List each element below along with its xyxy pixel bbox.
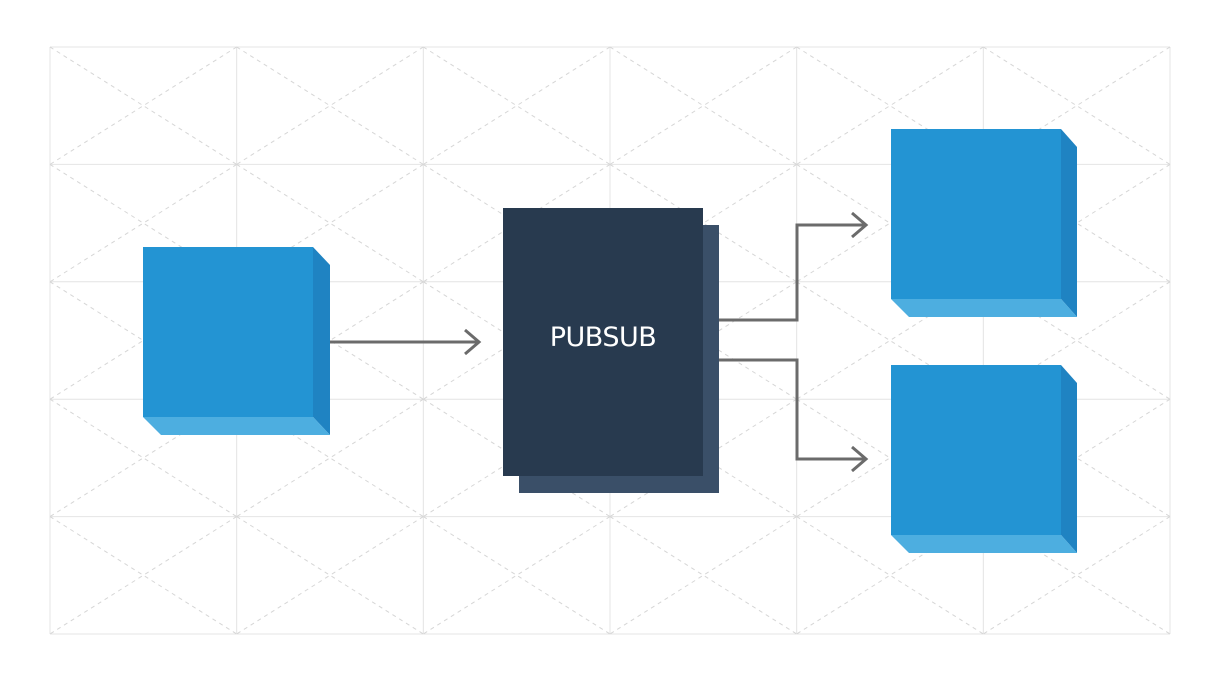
box-bottom	[891, 299, 1077, 317]
subscriber-box-1	[891, 129, 1077, 317]
pubsub-node: PUBSUB	[503, 208, 719, 493]
box-bottom	[891, 535, 1077, 553]
connectors	[330, 211, 869, 473]
box-side	[313, 247, 330, 435]
box-face	[891, 129, 1061, 299]
box-side	[1061, 129, 1077, 317]
arrow-publisher-to-pubsub	[330, 328, 482, 356]
arrowhead-icon	[851, 211, 869, 239]
arrow-pubsub-to-subscriber-1	[719, 211, 869, 322]
box-face	[143, 247, 313, 417]
arrowhead-icon	[464, 328, 482, 356]
subscriber-box-2	[891, 365, 1077, 553]
box-side	[1061, 365, 1077, 553]
box-face	[891, 365, 1061, 535]
publisher-box	[143, 247, 330, 435]
pubsub-front-layer	[503, 208, 703, 476]
arrow-pubsub-to-subscriber-2	[719, 358, 869, 473]
pubsub-label: PUBSUB	[550, 322, 657, 353]
arrowhead-icon	[851, 445, 869, 473]
box-bottom	[143, 417, 330, 435]
